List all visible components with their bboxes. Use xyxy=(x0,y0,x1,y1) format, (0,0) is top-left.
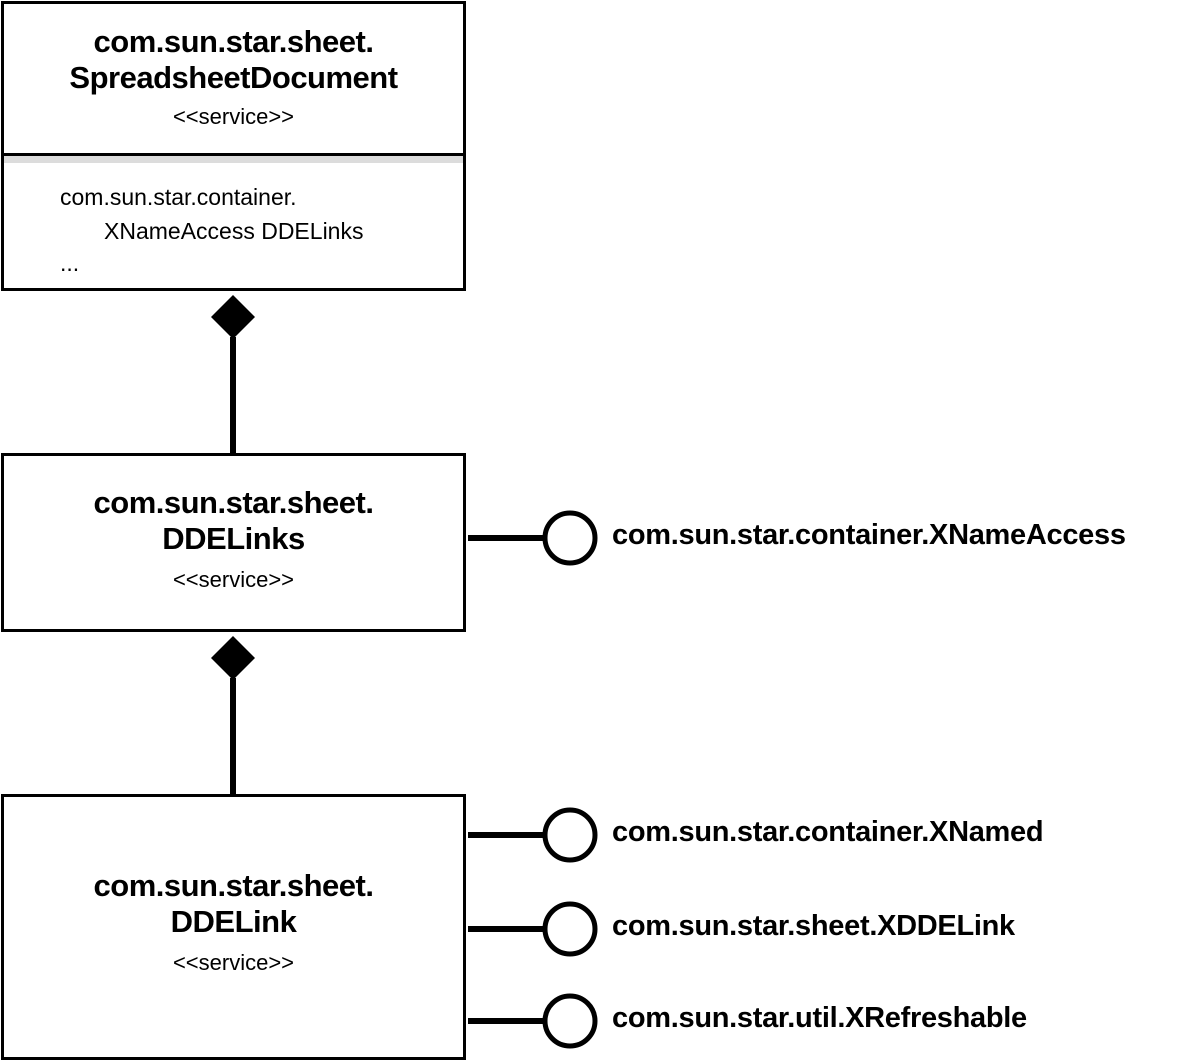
service-name-line1: com.sun.star.sheet. xyxy=(93,24,374,59)
interface-label-xnamed: com.sun.star.container.XNamed xyxy=(612,816,1044,848)
service-name-line1: com.sun.star.sheet. xyxy=(93,868,374,903)
ddelink-service-box: com.sun.star.sheet. DDELink <<service>> xyxy=(1,794,466,1060)
lollipop-circle-xddelink xyxy=(542,901,598,957)
attribute-separator xyxy=(4,153,463,163)
attribute-line1: com.sun.star.container. xyxy=(60,184,297,210)
ddelinks-header: com.sun.star.sheet. DDELinks <<service>> xyxy=(4,485,463,593)
service-stereotype: <<service>> xyxy=(172,104,295,129)
spreadsheetdocument-service-box: com.sun.star.sheet. SpreadsheetDocument … xyxy=(1,1,466,291)
composition-diamond-ddelinks xyxy=(211,636,255,680)
attribute-line2: XNameAccess DDELinks xyxy=(104,218,364,244)
interface-label-xnameaccess: com.sun.star.container.XNameAccess xyxy=(612,519,1126,551)
service-stereotype: <<service>> xyxy=(172,950,295,975)
spreadsheetdocument-header: com.sun.star.sheet. SpreadsheetDocument … xyxy=(4,24,463,130)
service-name-line2: DDELink xyxy=(170,904,297,939)
service-stereotype: <<service>> xyxy=(172,567,295,592)
interface-label-xddelink: com.sun.star.sheet.XDDELink xyxy=(612,910,1015,942)
ddelinks-service-box: com.sun.star.sheet. DDELinks <<service>> xyxy=(1,453,466,632)
attribute-line3: ... xyxy=(60,250,80,276)
lollipop-circle-xnamed xyxy=(542,807,598,863)
service-name-line2: SpreadsheetDocument xyxy=(69,60,398,95)
service-name-line2: DDELinks xyxy=(162,521,305,556)
lollipop-circle-xrefreshable xyxy=(542,993,598,1049)
ddelink-header: com.sun.star.sheet. DDELink <<service>> xyxy=(4,868,463,976)
composition-diamond-spreadsheet xyxy=(211,295,255,339)
lollipop-circle-xnameaccess xyxy=(542,510,598,566)
service-name-line1: com.sun.star.sheet. xyxy=(93,485,374,520)
interface-label-xrefreshable: com.sun.star.util.XRefreshable xyxy=(612,1002,1027,1034)
